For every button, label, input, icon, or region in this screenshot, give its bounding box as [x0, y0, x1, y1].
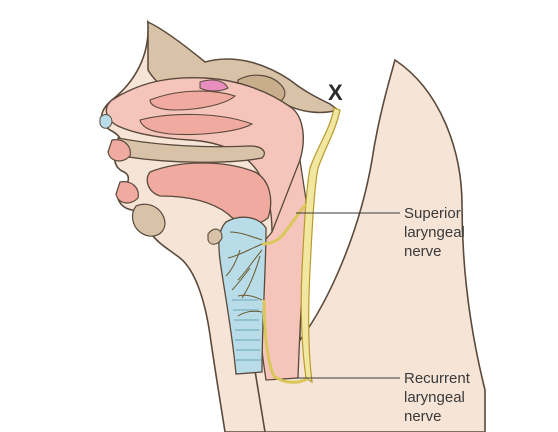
recurrent-laryngeal-nerve	[262, 299, 309, 384]
recurrent-label-line-1: Recurrent	[404, 370, 471, 387]
nostril	[99, 114, 113, 129]
hard-palate	[117, 137, 265, 163]
recurrent-label-line-2: laryngeal	[404, 389, 465, 406]
laryngeal-nerve-branches	[225, 231, 263, 317]
nasal-turbinate-lower	[139, 113, 254, 136]
mandible-bone	[131, 203, 166, 237]
superior-label-line-1: Superior	[404, 205, 461, 222]
lesion-marker-x: X	[328, 80, 343, 105]
adenoid-tissue	[199, 79, 229, 92]
lower-lip	[115, 181, 139, 204]
superior-label-line-3: nerve	[404, 243, 442, 260]
upper-lip	[107, 139, 131, 162]
tracheal-rings	[232, 299, 261, 361]
vagus-nerve	[300, 107, 341, 384]
nasal-turbinate-upper	[149, 90, 237, 111]
superior-label-line-2: laryngeal	[404, 224, 465, 241]
epiglottis	[207, 228, 223, 245]
recurrent-label-line-3: nerve	[404, 408, 442, 425]
